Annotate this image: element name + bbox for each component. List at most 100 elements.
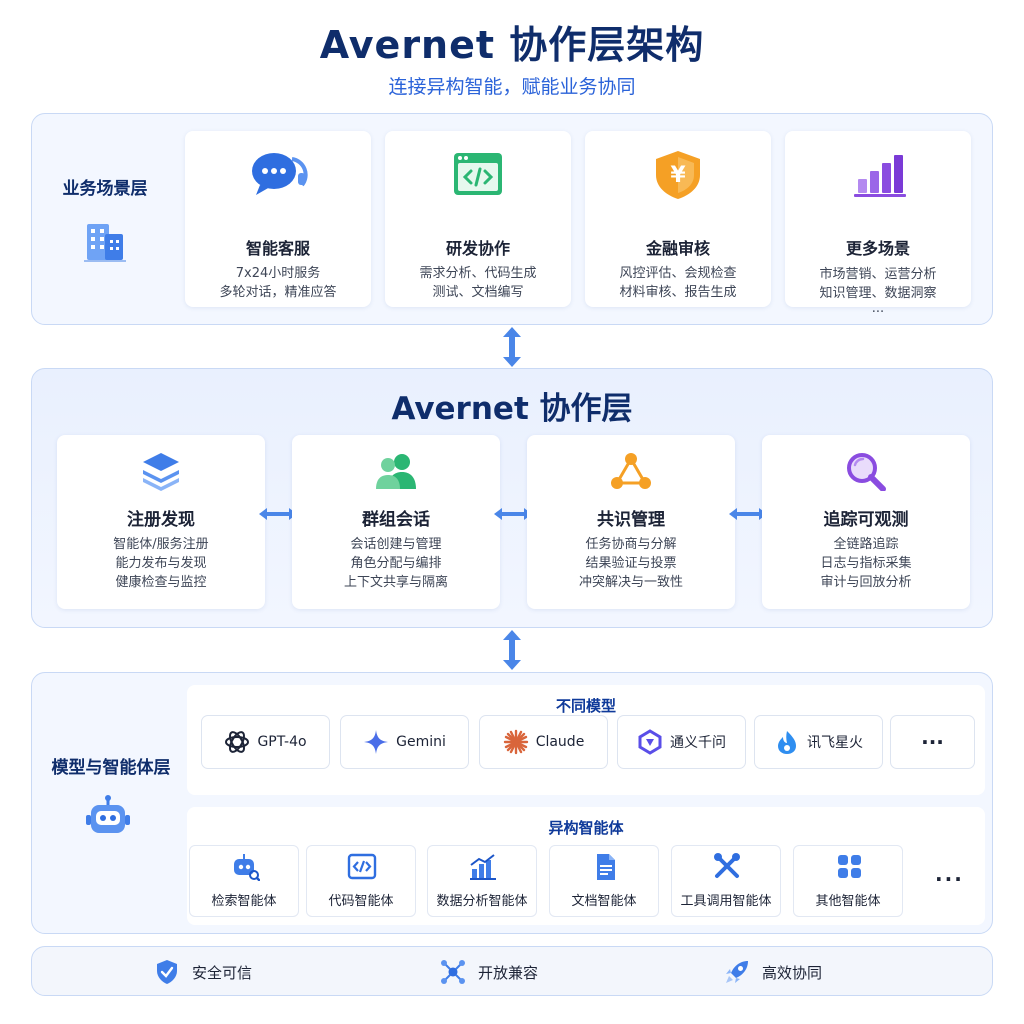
network-hub-icon [441, 960, 465, 984]
collab-card-group-session[interactable]: 群组会话 会话创建与管理 角色分配与编排 上下文共享与隔离 [292, 435, 500, 609]
model-label: 讯飞星火 [807, 735, 863, 751]
agent-chip-other[interactable]: 其他智能体 [793, 845, 903, 917]
code-window-icon [454, 153, 502, 195]
collab-card-line: 能力发布与发现 [115, 556, 207, 571]
models-panel: 不同模型 GPT-4o Gemini [187, 685, 985, 795]
business-scene-layer: 业务场景层 智能客服 7x24小时服务 多轮对话，精准应答 [31, 113, 993, 325]
collab-card-consensus[interactable]: 共识管理 任务协商与分解 结果验证与投票 冲突解决与一致性 [527, 435, 735, 609]
scene-card-dev-collab[interactable]: 研发协作 需求分析、代码生成 测试、文档编写 [385, 131, 571, 307]
scene-card-title: 更多场景 [845, 239, 910, 258]
model-chip-gpt4o[interactable]: GPT-4o [201, 715, 330, 769]
agents-panel: 异构智能体 检索智能体 代码智能体 [187, 807, 985, 925]
gemini-sparkle-icon [364, 730, 389, 754]
feature-label: 开放兼容 [478, 963, 539, 982]
scene-card-title: 金融审核 [645, 239, 710, 258]
claude-burst-icon [503, 729, 528, 755]
scene-layer-label: 业务场景层 [62, 179, 148, 199]
collab-card-title: 共识管理 [597, 510, 665, 530]
page-subtitle: 连接异构智能，赋能业务协同 [388, 76, 636, 98]
collab-card-line: 审计与回放分析 [820, 575, 912, 590]
models-title: 不同模型 [555, 697, 616, 715]
bar-chart-icon [854, 155, 906, 197]
building-icon [84, 224, 126, 262]
collab-card-line: 会话创建与管理 [350, 537, 442, 552]
users-group-icon [376, 454, 416, 489]
model-label: GPT-4o [257, 734, 307, 750]
collab-card-line: 任务协商与分解 [585, 537, 677, 552]
openai-logo-icon [225, 731, 250, 753]
scene-card-line: 多轮对话，精准应答 [219, 285, 337, 300]
scene-card-line: 知识管理、数据洞察 [819, 286, 937, 301]
collab-layer-title: Avernet 协作层 [391, 391, 633, 427]
grid-apps-icon [838, 855, 861, 878]
collab-card-line: 日志与指标采集 [820, 556, 912, 571]
scene-card-line: 7x24小时服务 [235, 266, 321, 281]
collab-card-line: 角色分配与编排 [350, 556, 442, 571]
feature-open: 开放兼容 [440, 959, 538, 985]
collab-card-line: 全链路追踪 [833, 537, 899, 552]
scene-card-finance-audit[interactable]: ¥ 金融审核 风控评估、会规检查 材料审核、报告生成 [585, 131, 771, 307]
model-chip-tongyi[interactable]: 通义千问 [617, 715, 746, 769]
analytics-chart-icon [470, 854, 496, 880]
collab-card-line: 健康检查与监控 [115, 575, 207, 590]
agent-chip-code[interactable]: 代码智能体 [306, 845, 416, 917]
model-label: Claude [535, 734, 585, 750]
scene-card-title: 研发协作 [445, 239, 510, 258]
agent-chip-retrieval[interactable]: 检索智能体 [189, 845, 299, 917]
collab-card-line: 上下文共享与隔离 [343, 575, 448, 590]
shield-check-icon [157, 960, 177, 984]
robot-search-icon [234, 854, 260, 881]
collab-card-line: 结果验证与投票 [585, 556, 677, 571]
agent-label: 其他智能体 [815, 894, 881, 909]
chat-bubbles-icon [252, 153, 308, 195]
model-chip-gemini[interactable]: Gemini [340, 715, 469, 769]
spark-flame-icon [778, 731, 796, 754]
scene-card-customer-service[interactable]: 智能客服 7x24小时服务 多轮对话，精准应答 [185, 131, 371, 307]
scene-card-line: 市场营销、运营分析 [819, 267, 937, 282]
model-agent-layer: 模型与智能体层 不同模型 GPT-4o Gemini [31, 672, 993, 934]
collab-card-title: 注册发现 [127, 510, 195, 530]
scene-card-line: 需求分析、代码生成 [419, 266, 537, 281]
model-label: 通义千问 [670, 735, 726, 751]
model-layer-label: 模型与智能体层 [51, 758, 171, 778]
scene-card-line: 材料审核、报告生成 [619, 285, 737, 300]
vertical-arrow-icon [503, 327, 521, 367]
collab-card-title: 追踪可观测 [823, 510, 909, 530]
collab-card-observability[interactable]: 追踪可观测 全链路追踪 日志与指标采集 审计与回放分析 [762, 435, 970, 609]
model-chip-claude[interactable]: Claude [479, 715, 608, 769]
document-icon [597, 854, 615, 880]
collab-card-title: 群组会话 [362, 510, 430, 530]
collab-card-registry[interactable]: 注册发现 智能体/服务注册 能力发布与发现 健康检查与监控 [57, 435, 265, 609]
more-models: ··· [921, 730, 944, 754]
svg-text:¥: ¥ [670, 163, 686, 188]
yen-shield-icon: ¥ [656, 151, 700, 199]
feature-secure: 安全可信 [154, 959, 252, 985]
consensus-network-icon [611, 453, 651, 489]
code-icon [347, 853, 377, 880]
agents-title: 异构智能体 [548, 819, 624, 837]
page-title: Avernet 协作层架构 [319, 23, 705, 67]
tongyi-logo-icon [638, 729, 662, 755]
robot-icon [86, 795, 130, 833]
agent-label: 文档智能体 [571, 894, 637, 909]
scene-card-title: 智能客服 [245, 239, 310, 258]
model-chip-xunfei[interactable]: 讯飞星火 [754, 715, 883, 769]
horizontal-arrow-icon [729, 508, 767, 520]
feature-label: 高效协同 [762, 963, 823, 982]
model-chip-more[interactable]: ··· [890, 715, 975, 769]
vertical-arrow-icon [503, 630, 521, 670]
agent-chip-document[interactable]: 文档智能体 [549, 845, 659, 917]
feature-label: 安全可信 [192, 963, 253, 982]
collab-card-line: 冲突解决与一致性 [578, 575, 683, 590]
rocket-icon [726, 961, 748, 983]
scene-card-line: ... [871, 301, 885, 316]
agent-chip-tool-call[interactable]: 工具调用智能体 [671, 845, 781, 917]
scene-card-more[interactable]: 更多场景 市场营销、运营分析 知识管理、数据洞察 ... [785, 131, 971, 315]
agent-label: 工具调用智能体 [680, 894, 772, 909]
scene-card-line: 风控评估、会规检查 [619, 266, 737, 281]
magnifier-icon [847, 453, 886, 491]
horizontal-arrow-icon [259, 508, 297, 520]
scene-card-line: 测试、文档编写 [432, 285, 524, 300]
feature-footer: 安全可信 开放兼容 高效协同 [31, 946, 993, 996]
agent-chip-data-analysis[interactable]: 数据分析智能体 [427, 845, 537, 917]
